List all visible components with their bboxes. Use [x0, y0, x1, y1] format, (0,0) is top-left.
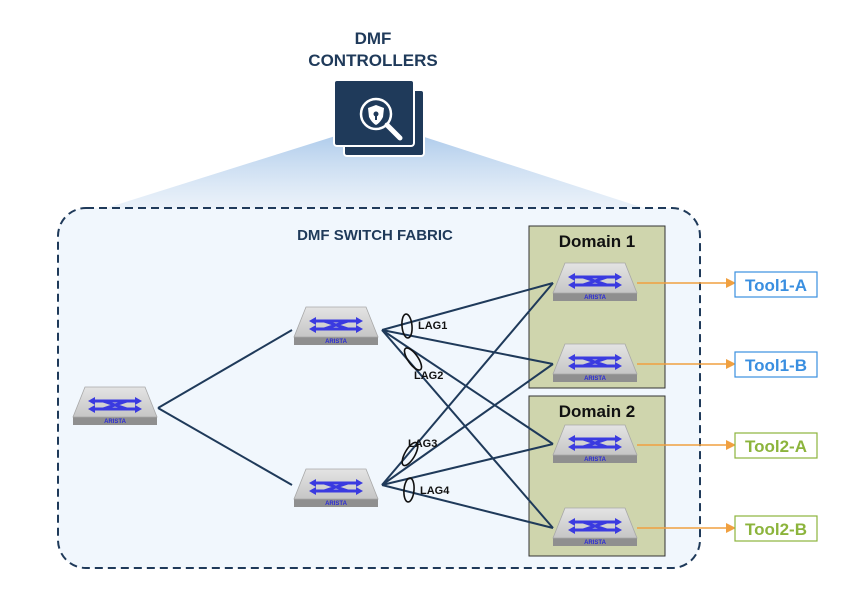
domain-1-switch-1-brand: ARISTA — [584, 295, 607, 301]
lag3-label: LAG3 — [408, 438, 437, 450]
domain-2-switch-2: ARISTA — [551, 506, 639, 548]
link-spine-top-to-d1s1 — [381, 282, 554, 331]
core-switch-brand: ARISTA — [104, 419, 127, 425]
link-spine-bottom-to-d2s2 — [381, 484, 554, 529]
lag4-label: LAG4 — [420, 485, 450, 497]
lag2-label: LAG2 — [414, 370, 443, 382]
link-spine-bottom-to-d1s2 — [381, 363, 554, 486]
tool2-a-label: Tool2-A — [745, 437, 807, 456]
domain-1-switch-2: ARISTA — [551, 342, 639, 384]
tool-box-tool1-a: Tool1-A — [734, 271, 818, 298]
controllers-title-line1: DMF — [355, 29, 392, 48]
link-core-to-spine-top — [157, 329, 293, 409]
tool-box-tool2-b: Tool2-B — [734, 515, 818, 542]
domain-2-switch-2-brand: ARISTA — [584, 540, 607, 546]
controllers-title-line2: CONTROLLERS — [308, 51, 437, 70]
domain-2-switch-1-brand: ARISTA — [584, 457, 607, 463]
domain-1-label: Domain 1 — [559, 232, 636, 251]
core-switch: ARISTA — [71, 385, 159, 427]
tool1-b-label: Tool1-B — [745, 356, 807, 375]
tool1-a-label: Tool1-A — [745, 276, 807, 295]
tool-box-tool2-a: Tool2-A — [734, 432, 818, 459]
tool2-b-label: Tool2-B — [745, 520, 807, 539]
lag1-ellipse — [401, 313, 413, 339]
lag3-ellipse — [401, 441, 419, 467]
link-core-to-spine-bottom — [157, 407, 293, 486]
shield-search-icon — [359, 97, 403, 141]
lag4-ellipse — [403, 477, 415, 503]
domain-2-switch-1: ARISTA — [551, 423, 639, 465]
fabric-title: DMF SWITCH FABRIC — [297, 227, 453, 244]
lag2-ellipse — [403, 347, 423, 371]
spine-switch-top: ARISTA — [292, 305, 380, 347]
lag1-label: LAG1 — [418, 320, 447, 332]
domain-1-switch-1: ARISTA — [551, 261, 639, 303]
spine-switch-bottom: ARISTA — [292, 467, 380, 509]
spine-switch-bottom-brand: ARISTA — [325, 501, 348, 507]
link-spine-bottom-to-d1s1 — [381, 282, 554, 486]
spine-switch-top-brand: ARISTA — [325, 339, 348, 345]
domain-1-switch-2-brand: ARISTA — [584, 376, 607, 382]
domain-2-label: Domain 2 — [559, 402, 636, 421]
tool-box-tool1-b: Tool1-B — [734, 351, 818, 378]
controller-beam — [100, 133, 650, 210]
controllers-icon — [333, 79, 425, 157]
